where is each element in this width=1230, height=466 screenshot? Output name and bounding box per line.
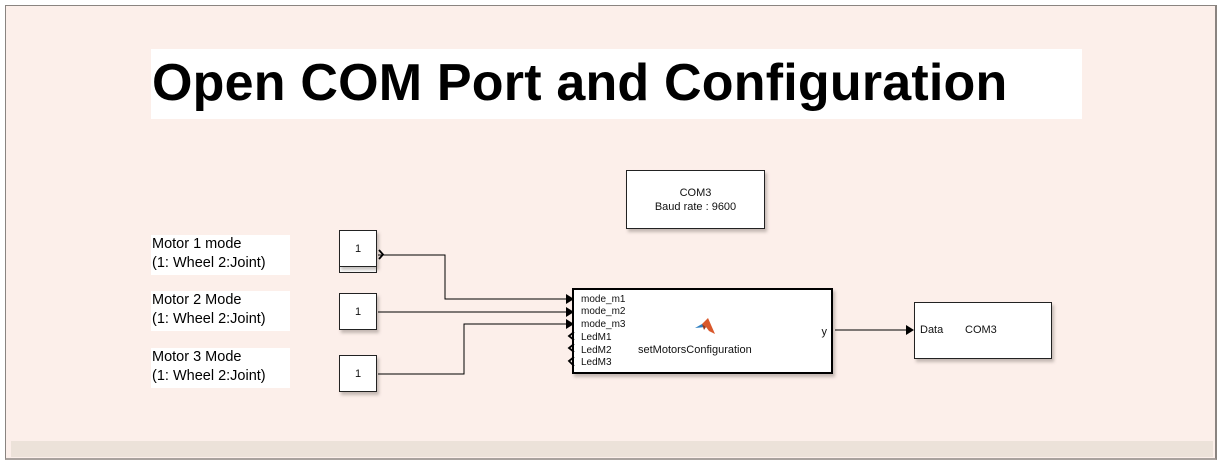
annotation-line: Motor 3 Mode — [152, 349, 242, 365]
horizontal-scrollbar[interactable] — [11, 441, 1213, 457]
annotation-line: (1: Wheel 2:Joint) — [152, 368, 266, 384]
input-port-label: Data — [920, 324, 944, 336]
constant-value: 1 — [354, 367, 362, 380]
serial-config-port: COM3 — [679, 186, 712, 199]
matlab-function-block[interactable]: mode_m1 mode_m2 mode_m3 LedM1 LedM2 LedM… — [572, 288, 833, 374]
annotation-line: Motor 1 mode — [152, 236, 242, 252]
annotation-motor-3[interactable]: Motor 3 Mode (1: Wheel 2:Joint) — [151, 348, 290, 388]
input-port-label: LedM3 — [581, 357, 612, 368]
annotation-motor-1[interactable]: Motor 1 mode (1: Wheel 2:Joint) — [151, 235, 290, 275]
output-port-label: y — [821, 326, 828, 338]
input-port-label: LedM2 — [581, 345, 612, 356]
serial-send-block[interactable]: Data COM3 — [914, 302, 1052, 359]
serial-send-port: COM3 — [965, 324, 997, 336]
matlab-logo-icon — [695, 318, 715, 334]
annotation-motor-2[interactable]: Motor 2 Mode (1: Wheel 2:Joint) — [151, 291, 290, 331]
constant-block-motor-1[interactable]: 1 — [339, 230, 377, 267]
title-annotation[interactable] — [151, 49, 1082, 119]
constant-value: 1 — [354, 242, 362, 255]
annotation-line: Motor 2 Mode — [152, 292, 242, 308]
constant-value: 1 — [354, 305, 362, 318]
input-port-label: mode_m1 — [581, 294, 626, 305]
annotation-line: (1: Wheel 2:Joint) — [152, 311, 266, 327]
input-port-label: mode_m2 — [581, 306, 626, 317]
function-block-name: setMotorsConfiguration — [638, 344, 752, 356]
serial-config-block[interactable]: COM3 Baud rate : 9600 — [626, 170, 765, 229]
constant-block-motor-2[interactable]: 1 — [339, 293, 377, 330]
page-title: Open COM Port and Configuration — [152, 54, 1008, 112]
input-port-label: mode_m3 — [581, 319, 626, 330]
annotation-line: (1: Wheel 2:Joint) — [152, 255, 266, 271]
serial-config-baud: Baud rate : 9600 — [654, 200, 737, 213]
constant-block-motor-3[interactable]: 1 — [339, 355, 377, 392]
input-port-label: LedM1 — [581, 332, 612, 343]
